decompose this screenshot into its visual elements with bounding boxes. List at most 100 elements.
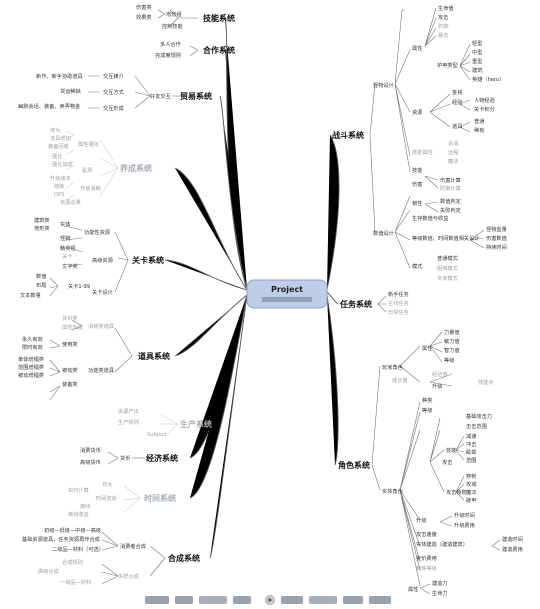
synth-leaf-6: 多样合成 [118, 572, 139, 580]
role-leaf-28: 实体建造（建造建筑） [416, 540, 468, 548]
battle-leaf-37: 困难模式 [437, 264, 459, 272]
item-leaf-4: 限时有效 [22, 343, 44, 351]
econ-system-node[interactable]: 经济系统 [146, 453, 178, 463]
toolbar-controls [145, 595, 391, 605]
battle-leaf-31: 等级数值、时间数值相关设计 [412, 234, 479, 242]
role-leaf-16: 冲击 [466, 440, 476, 448]
growth-leaf-1: 修为 [50, 126, 60, 134]
growth-leaf-2: 道具增加 [50, 134, 71, 142]
item-leaf-8: 被动增幅类 [18, 371, 44, 379]
synth-system-node[interactable]: 合成系统 [167, 553, 200, 563]
item-leaf-5: 使用类 [62, 340, 78, 348]
trade-leaf-1: 交互媒介 [103, 72, 125, 80]
skill-system-node[interactable]: 技能系统 [203, 13, 235, 23]
level-leaf-13: 关卡设计 [92, 288, 113, 296]
trade-system-branch: 好友交互 新作、新手协助道具 交互媒介 货运稀缺 交互方式 幽默会话、装备、卖弄… [18, 72, 205, 112]
synth-leaf-3: 消费者合成 [120, 542, 146, 550]
role-leaf-31: 卖价费用 [416, 554, 437, 562]
time-system-branch: 日大 实时计算 时间流逝 离线 离线收益 [68, 480, 141, 518]
toolbar-button-8[interactable] [369, 596, 391, 604]
coop-leaf-0: 多人合作 [160, 40, 181, 48]
growth-system-branch: 属性强化 修为 道具增加 装备回收 强化 强化加成 星辰 升级成本 熔炼 升级消… [48, 126, 119, 206]
toolbar-button-2[interactable] [175, 596, 193, 604]
growth-system-node[interactable]: 养成系统 [119, 163, 152, 173]
toolbar-button-6[interactable] [309, 596, 337, 604]
role-system-node[interactable]: 角色系统 [338, 460, 370, 470]
item-leaf-6: 单体增幅类 [18, 355, 44, 363]
item-leaf-3: 永久有效 [22, 335, 44, 343]
item-system-branch: 货币类 属性加成 消耗类道具 永久有效 限时有效 使用类 单体增幅类 范围增幅类… [18, 314, 133, 401]
battle-system-branch: 怪物设计 数值设计 生命值 攻击 防御 暴击 属性 护甲类型 轻型 中型 重型 … [369, 4, 507, 282]
growth-leaf-8: 熔炼 [54, 182, 64, 190]
role-leaf-1: 力量值 [444, 328, 460, 336]
coop-system-node[interactable]: 合作系统 [202, 45, 235, 55]
level-leaf-6: 高级资源 [92, 256, 114, 264]
battle-leaf-1: 攻击 [438, 13, 448, 21]
time-system-node[interactable]: 时间系统 [144, 493, 176, 503]
growth-leaf-5: 强化加成 [52, 160, 73, 168]
root-node[interactable]: Project [246, 279, 328, 309]
item-leaf-0: 货币类 [62, 314, 78, 322]
role-leaf-7: 技能点 [478, 378, 494, 386]
battle-system-node[interactable]: 战斗系统 [332, 130, 364, 140]
battle-leaf-16: 道具 [452, 122, 462, 130]
trade-system-node[interactable]: 贸易系统 [180, 91, 212, 101]
toolbar-button-5[interactable] [281, 596, 303, 604]
role-leaf-15: 减速 [466, 432, 476, 440]
level-leaf-3: 功能性资源 [84, 228, 111, 236]
time-leaf-0: 日大 [102, 480, 112, 488]
role-leaf-27: 攻击速度 [416, 530, 437, 538]
role-leaf-3: 智力值 [444, 346, 460, 354]
role-leaf-20: 穿刺 [466, 472, 476, 480]
level-leaf-7: 关卡 [62, 252, 72, 260]
battle-leaf-21: 远程 [448, 148, 458, 156]
synth-leaf-7: 一级品—材料 [60, 578, 91, 586]
battle-leaf-14: 人物经验 [474, 96, 496, 104]
battle-leaf-2: 防御 [438, 22, 448, 30]
battle-leaf-20: 近战 [448, 139, 459, 147]
task-system-node[interactable]: 任务系统 [339, 299, 372, 309]
level-system-branch: 实体 建筑类 地形类 功能性资源 怪物 精英怪 高级资源 关卡 文字类 数值 布… [20, 216, 129, 299]
growth-leaf-0: 属性强化 [78, 140, 99, 148]
toolbar-button-4[interactable] [233, 596, 251, 604]
battle-leaf-36: 普通模式 [437, 254, 459, 262]
toolbar-button-7[interactable] [343, 596, 363, 604]
battle-leaf-4: 属性 [412, 44, 422, 52]
battle-leaf-13: 经验 [452, 98, 463, 106]
battle-leaf-27: 韧性 [412, 199, 422, 207]
growth-leaf-3: 装备回收 [48, 142, 69, 150]
level-leaf-5: 精英怪 [60, 244, 76, 252]
role-leaf-8: 升级 [432, 382, 442, 390]
root-subtitle-blur [262, 297, 312, 302]
battle-leaf-32: 怪物血量 [486, 225, 507, 233]
level-system-node[interactable]: 关卡系统 [132, 255, 164, 265]
coop-system-branch: 多人合作 完成度规则 [155, 40, 199, 59]
role-leaf-2: 敏力值 [444, 337, 460, 345]
synth-leaf-4: 合成规则 [62, 558, 83, 566]
econ-leaf-1: 高级货币 [80, 458, 101, 466]
battle-leaf-10: 英雄（hero） [472, 75, 504, 83]
produce-system-node[interactable]: 生产系统 [180, 419, 212, 429]
toolbar-button-3[interactable] [199, 596, 227, 604]
synth-leaf-2: 二级品—材料（可选） [52, 545, 104, 553]
growth-leaf-10: DPS [54, 192, 64, 198]
produce-leaf-1: 生产规则 [118, 418, 139, 426]
role-leaf-34: 生命力 [432, 589, 448, 597]
role-leaf-33: 建造力 [432, 579, 448, 587]
level-leaf-0: 实体 [60, 220, 71, 228]
role-leaf-35: 属性 [408, 585, 418, 593]
role-leaf-19: 攻击攻防 [446, 488, 467, 496]
battle-leaf-28: 数值判定 [440, 197, 461, 205]
trade-leaf-0: 新作、新手协助道具 [36, 72, 83, 80]
growth-leaf-9: 升级消耗 [80, 184, 102, 192]
level-leaf-9: 数值 [36, 272, 46, 280]
produce-leaf-2: Subject [147, 432, 166, 438]
battle-leaf-6: 轻型 [472, 39, 482, 47]
role-leaf-25: 升级时间 [454, 511, 475, 519]
battle-leaf-0: 生命值 [438, 4, 454, 12]
item-system-node[interactable]: 道具系统 [138, 351, 170, 361]
toolbar-button-1[interactable] [145, 596, 169, 604]
battle-leaf-35: 模式 [412, 262, 423, 270]
role-leaf-5: 成长值 [392, 376, 408, 384]
